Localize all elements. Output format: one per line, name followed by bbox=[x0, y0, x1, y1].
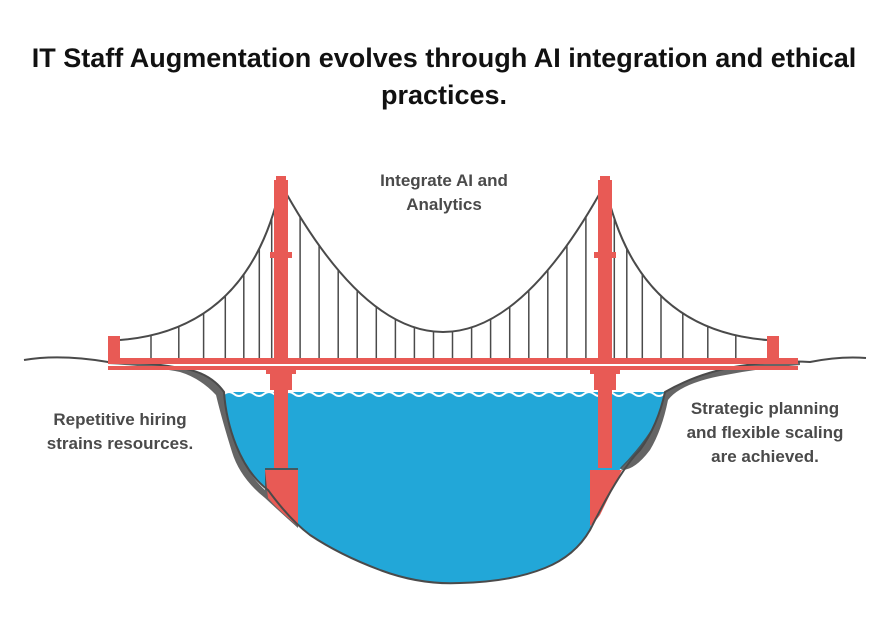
right-tower bbox=[590, 176, 620, 468]
left-tower bbox=[266, 176, 296, 468]
right-bank bbox=[620, 362, 800, 470]
label-right-line-1: Strategic planning bbox=[690, 399, 840, 418]
bridge-deck-underside bbox=[108, 366, 798, 370]
label-integrate-ai: Integrate AI and Analytics bbox=[340, 169, 548, 217]
main-cable-3 bbox=[604, 183, 768, 341]
main-cable-2 bbox=[280, 183, 606, 333]
bridge-deck bbox=[108, 358, 798, 364]
diagram-title: IT Staff Augmentation evolves through AI… bbox=[31, 43, 857, 110]
label-left-line-2: strains resources. bbox=[46, 434, 194, 453]
right-anchor-post bbox=[767, 336, 779, 360]
label-left-line-1: Repetitive hiring bbox=[53, 410, 187, 429]
label-strategic-planning: Strategic planning and flexible scaling … bbox=[660, 397, 870, 469]
label-top-line-1: Integrate AI and bbox=[380, 171, 508, 190]
suspension-cables bbox=[119, 183, 768, 358]
left-anchor-post bbox=[108, 336, 120, 360]
canyon-outline bbox=[23, 356, 867, 585]
main-cable-1 bbox=[119, 183, 282, 341]
river-water bbox=[224, 392, 665, 584]
left-abutment bbox=[265, 470, 298, 526]
label-right-line-3: are achieved. bbox=[711, 447, 819, 466]
label-top-line-2: Analytics bbox=[406, 195, 482, 214]
water-surface bbox=[223, 391, 665, 397]
label-repetitive-hiring: Repetitive hiring strains resources. bbox=[22, 408, 218, 456]
label-right-line-2: and flexible scaling bbox=[686, 423, 844, 442]
